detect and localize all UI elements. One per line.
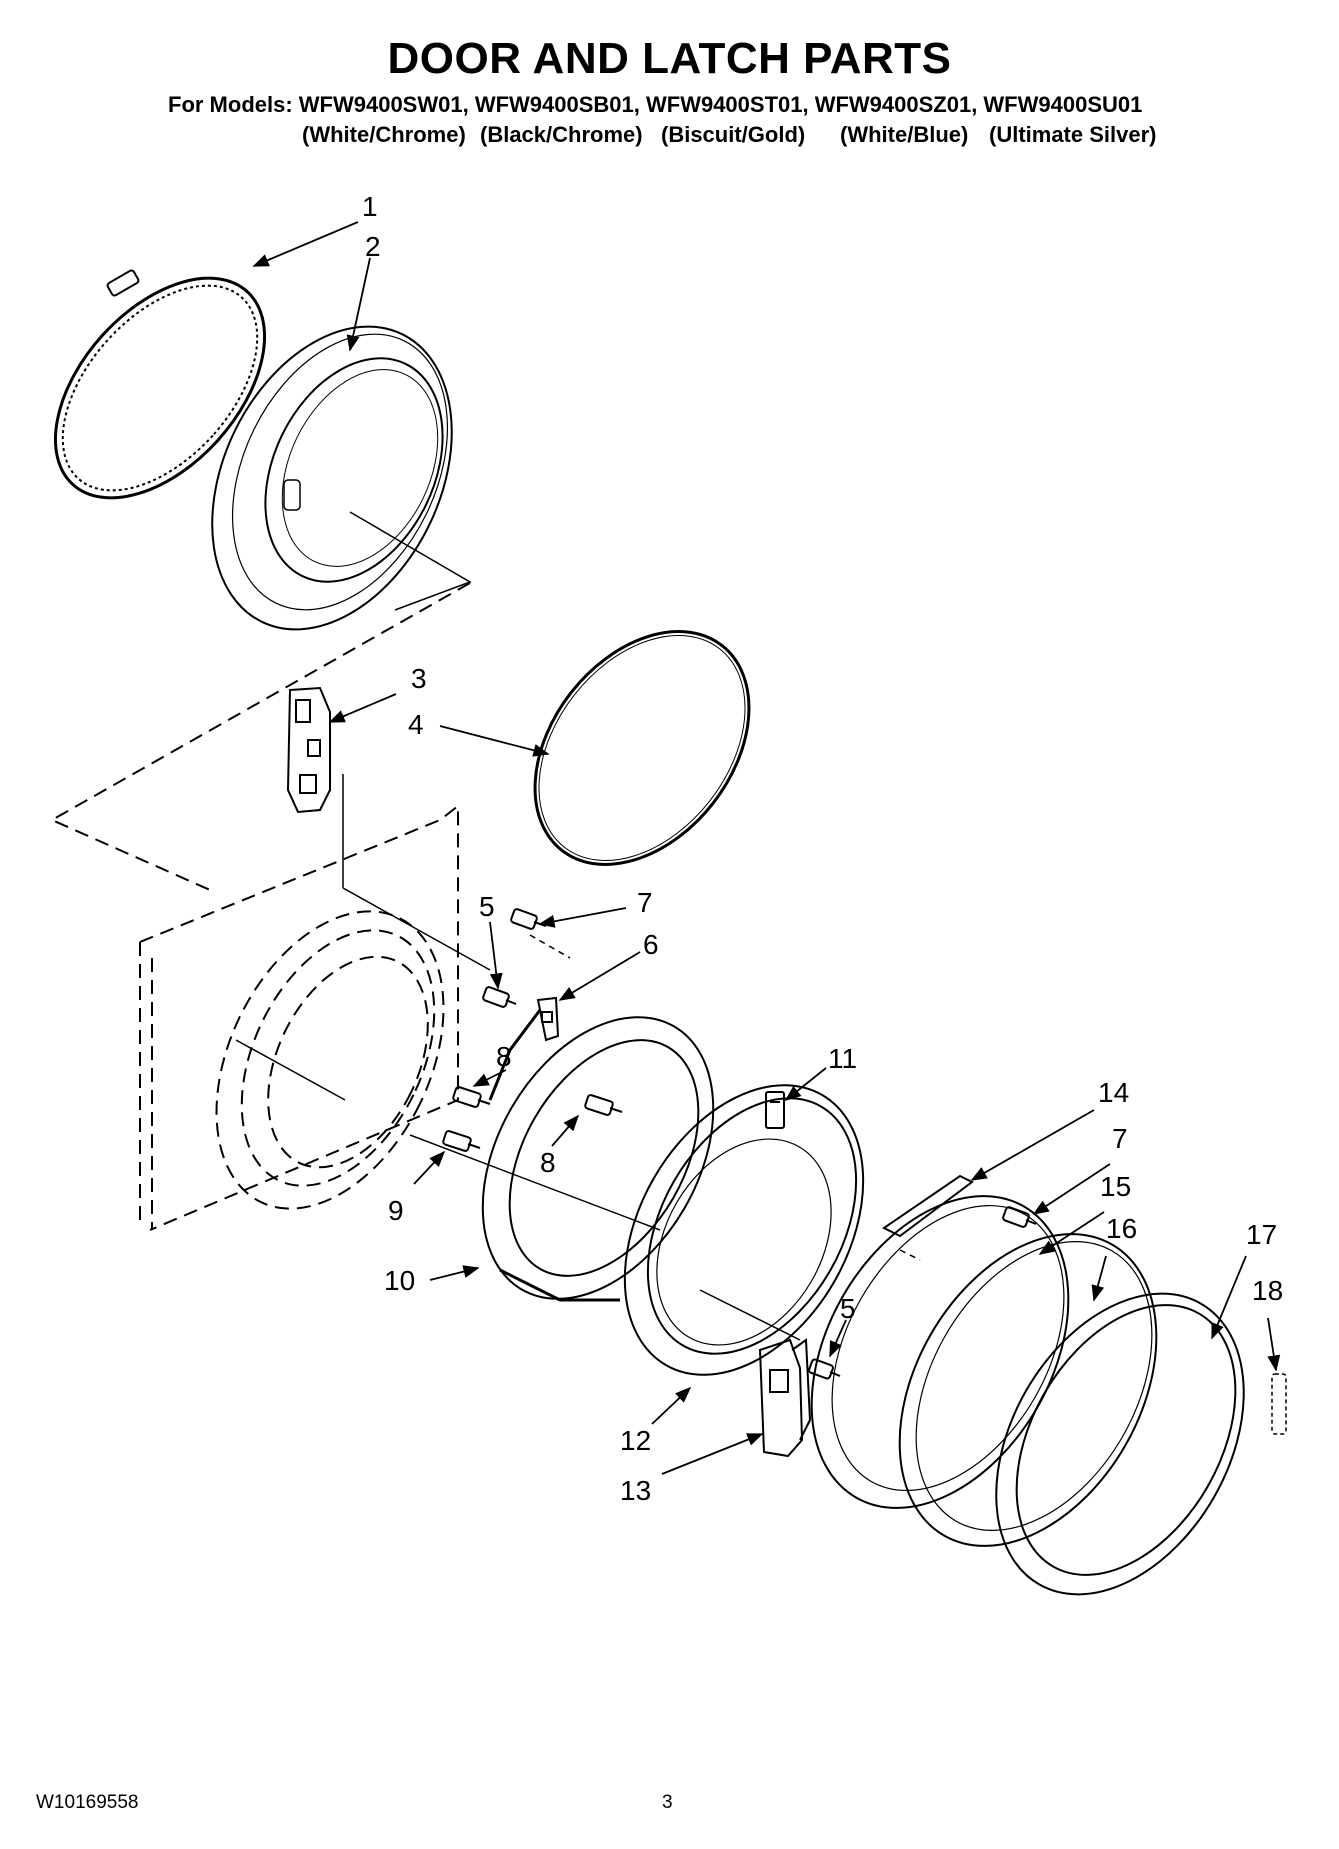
callout-12: 12 [620,1425,651,1456]
page-number: 3 [662,1792,673,1813]
color-label-ultimate-silver: (Ultimate Silver) [989,122,1157,147]
badge-part-18 [1271,1373,1287,1435]
callout-14: 14 [1098,1077,1129,1108]
color-label-biscuit-gold: (Biscuit/Gold) [661,122,806,147]
clamp-ring-part [53,269,267,500]
door-lock-part [286,686,331,814]
clip-part-6 [536,996,560,1042]
callout-11: 11 [828,1043,857,1074]
callout-1: 1 [362,191,378,222]
callout-numbers: 1 2 3 4 5 7 6 8 8 9 10 11 12 13 5 14 7 1… [362,191,1283,1506]
screw-part-5-upper [482,986,517,1008]
callout-16: 16 [1106,1213,1137,1244]
door-inner-ring-part [810,1195,1070,1509]
screw-part-8-left [452,1086,491,1108]
callout-18: 18 [1252,1275,1283,1306]
callout-17: 17 [1246,1219,1277,1250]
screw-part-8-center [584,1094,623,1116]
callout-8-center: 8 [540,1147,556,1178]
door-outer-panel-part [898,1233,1158,1547]
screw-part-5-lower [808,1358,841,1380]
callout-13: 13 [620,1475,651,1506]
callout-15: 15 [1100,1171,1131,1202]
color-label-white-chrome: (White/Chrome) [302,122,466,147]
door-trim-ring-part [995,1292,1245,1596]
callout-3: 3 [411,663,427,694]
models-line: For Models: WFW9400SW01, WFW9400SB01, WF… [168,92,1143,117]
page-title: DOOR AND LATCH PARTS [387,34,952,83]
color-label-black-chrome: (Black/Chrome) [480,122,643,147]
handle-trim-part [882,1174,974,1238]
callout-4: 4 [408,709,424,740]
callout-7-lower: 7 [1112,1123,1128,1154]
callout-5-upper: 5 [479,891,495,922]
door-glass-bowl-part [623,1084,865,1376]
screw-part-7-upper [510,908,547,930]
hinge-ring-part [481,1009,715,1302]
callout-5-lower: 5 [840,1293,856,1324]
callout-8-left: 8 [496,1041,512,1072]
callout-9: 9 [388,1195,404,1226]
document-number: W10169558 [36,1792,139,1813]
callout-2: 2 [365,231,381,262]
door-seal-part [533,630,751,866]
color-label-white-blue: (White/Blue) [840,122,969,147]
strike-part-11 [765,1091,785,1129]
callout-7-upper: 7 [637,887,653,918]
assembly-guide-lines [235,774,921,1341]
screw-part-7-lower [1002,1206,1037,1228]
cabinet-front-outline [49,582,471,1231]
callout-10: 10 [384,1265,415,1296]
door-bellow-part [211,325,472,631]
leader-lines [252,221,1281,1475]
callout-6: 6 [643,929,659,960]
door-hinge-part [758,1338,812,1458]
screw-part-9 [442,1130,481,1152]
